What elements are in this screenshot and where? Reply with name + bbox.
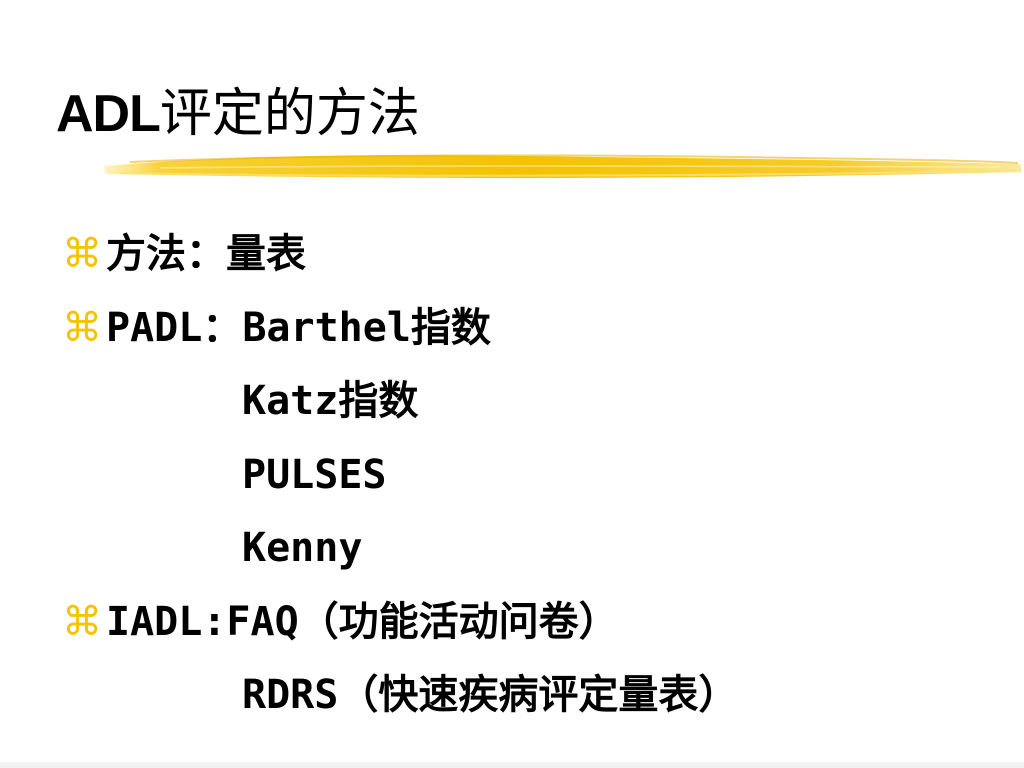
list-item: PULSES — [62, 443, 1002, 517]
list-item: Kenny — [62, 516, 1002, 590]
slide-bottom-band — [0, 762, 1024, 768]
list-item: ⌘PADL：Barthel指数 — [62, 296, 1002, 370]
list-item-text: 方法：量表 — [106, 231, 306, 277]
list-item-text: PULSES — [242, 451, 387, 498]
slide-title-cjk: 评定的方法 — [159, 84, 420, 144]
list-item: Katz指数 — [62, 369, 1002, 443]
command-bullet-icon: ⌘ — [62, 304, 102, 351]
list-item-text: IADL:FAQ（功能活动问卷） — [106, 598, 619, 645]
list-item-text: Kenny — [242, 525, 363, 571]
slide-title-latin: ADL — [56, 85, 161, 143]
title-underline-brush-stroke — [104, 154, 1022, 178]
list-item-text: RDRS（快速疾病评定量表） — [242, 672, 739, 718]
bullet-list: ⌘方法：量表 ⌘PADL：Barthel指数 Katz指数 PULSES Ken… — [62, 222, 1002, 737]
list-item: ⌘方法：量表 — [62, 222, 1002, 296]
list-item: RDRS（快速疾病评定量表） — [62, 663, 1002, 737]
list-item: ⌘IADL:FAQ（功能活动问卷） — [62, 590, 1002, 664]
command-bullet-icon: ⌘ — [62, 231, 102, 277]
command-bullet-icon: ⌘ — [62, 598, 102, 645]
list-item-text: Katz指数 — [242, 378, 419, 424]
slide-title: ADL评定的方法 — [56, 82, 420, 146]
list-item-text: PADL：Barthel指数 — [106, 304, 491, 351]
